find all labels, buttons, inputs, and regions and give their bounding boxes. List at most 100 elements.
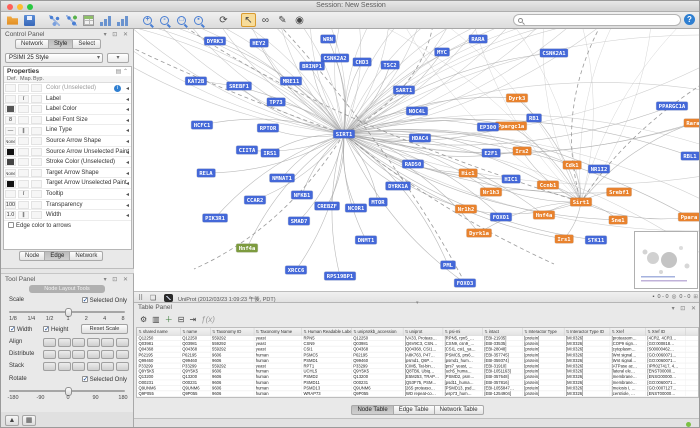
dist-option-button[interactable] (57, 350, 71, 359)
column-header-xref[interactable]: ⇅Xref (610, 328, 646, 335)
property-cell[interactable] (31, 137, 42, 146)
network-node-ccar2[interactable]: CCAR2 (244, 195, 266, 205)
table-cell[interactable]: RPN5 (302, 335, 352, 341)
table-cell[interactable]: O00231 (137, 379, 181, 385)
property-cell[interactable] (5, 147, 16, 156)
network-node-cdk1[interactable]: Cdk1 (562, 160, 582, 170)
property-cell[interactable] (31, 126, 42, 135)
property-row-line-type[interactable]: —∥Line Type◂ (4, 125, 131, 136)
zoom-out-button[interactable]: - (157, 13, 172, 27)
property-cell[interactable]: ∥ (18, 126, 29, 135)
dist-option-button[interactable] (72, 350, 85, 359)
table-cell[interactable]: Q99460 (352, 357, 404, 363)
table-cell[interactable]: [Q6V9C3, CSN… (403, 341, 444, 347)
properties-menu-icons[interactable]: ▤ ⌃ (115, 69, 128, 75)
table-cell[interactable]: human (254, 385, 303, 391)
table-cell[interactable]: [wrp73_hum… (443, 391, 483, 397)
sort-icon[interactable]: ⇅ (565, 329, 570, 334)
network-node-kat2b[interactable]: KAT2B (185, 76, 207, 86)
column-header-intact[interactable]: ⇅intact (483, 328, 523, 335)
expand-arrow-icon[interactable]: ◂ (125, 138, 129, 145)
dist-option-button[interactable] (43, 350, 56, 359)
property-cell[interactable] (18, 200, 29, 209)
property-cell[interactable] (31, 190, 42, 199)
table-cell[interactable]: Q9P055 (352, 391, 404, 397)
property-cell[interactable] (31, 116, 42, 125)
network-node-ppara[interactable]: Ppara (678, 212, 699, 222)
table-cell[interactable]: RPT1 (302, 363, 352, 369)
table-cell[interactable]: [MI:0326] (564, 368, 611, 374)
network-node-rptor[interactable]: RPTOR (257, 123, 279, 133)
stack-option-button[interactable] (86, 362, 100, 371)
table-cell[interactable]: [EBI-357648] (483, 374, 523, 380)
property-cell[interactable] (18, 169, 29, 178)
table-cell[interactable]: [psd11_huma… (443, 379, 483, 385)
table-cell[interactable]: CSN9 (302, 341, 352, 347)
table-cell[interactable]: [meiosis I, … (610, 385, 646, 391)
table-cell[interactable]: [EBI-357816] (483, 379, 523, 385)
expand-arrow-icon[interactable]: ◂ (125, 117, 129, 124)
table-cell[interactable]: 9606 (211, 385, 255, 391)
sort-icon[interactable]: ⇅ (524, 329, 528, 334)
edge-color-checkbox[interactable] (8, 222, 14, 228)
table-cell[interactable]: [protein] (523, 346, 565, 352)
table-cell[interactable]: Q9Y5K5 (181, 368, 211, 374)
table-cell[interactable]: [MI:0326] (564, 341, 611, 347)
expand-arrow-icon[interactable]: ◂ (125, 213, 129, 220)
table-cell[interactable]: [protein] (523, 352, 565, 358)
table-cell[interactable]: [EBI-1055847… (483, 385, 523, 391)
table-cell[interactable]: [Wnt signal… (610, 352, 646, 358)
property-row-stroke-color-unselected-[interactable]: Stroke Color (Unselected)◂ (4, 157, 131, 168)
diagnostics-button[interactable]: ✎ (275, 13, 290, 27)
layout-tool-button[interactable]: ▲ (5, 415, 19, 426)
table-cell[interactable]: [protein] (523, 385, 565, 391)
export-image-button[interactable] (115, 13, 130, 27)
network-node-nfkb1[interactable]: NFKB1 (291, 190, 313, 200)
zoom-fit-button[interactable]: □ (174, 13, 189, 27)
table-cell[interactable]: [membrane… (610, 374, 646, 380)
delete-column-icon[interactable]: ⊟ (177, 315, 185, 324)
align-option-button[interactable] (115, 338, 129, 347)
table-cell[interactable]: [Q04368, CSI1… (403, 346, 444, 352)
table-cell[interactable]: PSMC5 (302, 352, 352, 358)
table-cell[interactable]: Q03981 (137, 341, 181, 347)
table-cell[interactable]: [ENST00000… (646, 391, 686, 397)
property-cell[interactable] (5, 84, 16, 93)
style-options-button[interactable]: ▾ (107, 53, 129, 63)
table-cell[interactable]: [membrane… (610, 379, 646, 385)
table-cell[interactable]: Q13200 (352, 374, 404, 380)
sort-icon[interactable]: ⇅ (353, 329, 357, 334)
table-cell[interactable]: [WD repeat-co… (403, 391, 444, 397)
table-cell[interactable]: Q12250 (181, 335, 211, 341)
tab-edge[interactable]: Edge (44, 251, 70, 261)
table-cell[interactable]: Q9UNM6 (137, 385, 181, 391)
sort-icon[interactable]: ⇅ (182, 329, 186, 334)
import-table-button[interactable] (81, 13, 96, 27)
network-node-nr1h2[interactable]: Nr1h2 (455, 204, 477, 214)
tab-network-table[interactable]: Network Table (433, 405, 484, 415)
table-cell[interactable]: 9606 (211, 391, 255, 397)
tab-node[interactable]: Node (19, 251, 45, 261)
table-cell[interactable]: PSMD13 (302, 385, 352, 391)
table-cell[interactable]: Q99460 (137, 357, 181, 363)
stack-option-button[interactable] (115, 362, 129, 371)
import-network-db-button[interactable] (64, 13, 79, 27)
network-node-srebf1[interactable]: SREBF1 (226, 81, 252, 91)
property-cell[interactable] (31, 94, 42, 103)
expand-arrow-icon[interactable]: ◂ (125, 128, 129, 135)
table-cell[interactable]: Q04368 (181, 346, 211, 352)
property-cell[interactable] (18, 105, 29, 114)
sort-icon[interactable]: ⇅ (404, 329, 409, 334)
table-cell[interactable]: [PSMC5, prs6… (443, 352, 483, 358)
table-cell[interactable]: [GO:0060071… (646, 379, 686, 385)
network-node-chd3[interactable]: CHD3 (352, 57, 372, 67)
table-cell[interactable]: [protein] (523, 391, 565, 397)
table-cell[interactable]: [MI:0326] (564, 352, 611, 358)
table-cell[interactable]: yeast (254, 363, 303, 369)
table-cell[interactable]: P33299 (181, 363, 211, 369)
